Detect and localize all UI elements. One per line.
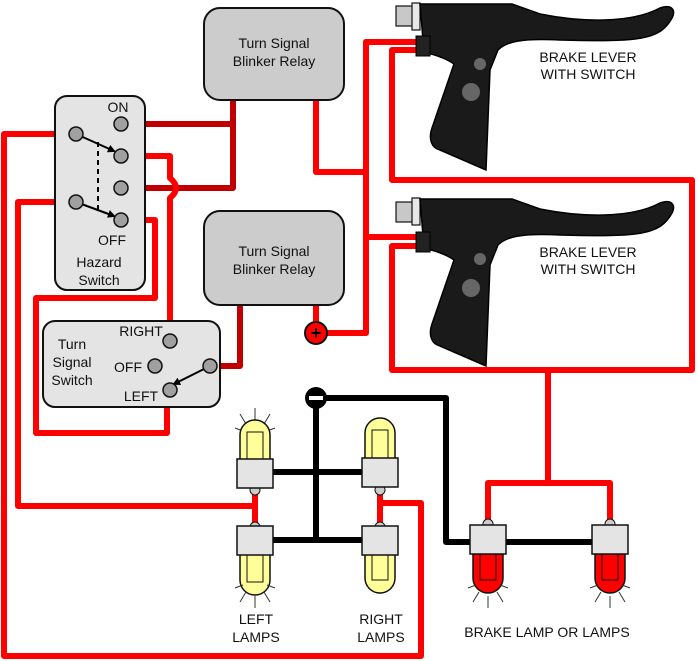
turn-terminal-right xyxy=(162,333,178,349)
turn-terminal-common xyxy=(202,358,218,374)
hazard-switch[interactable]: ON OFF Hazard Switch xyxy=(54,95,146,291)
wire-lever1-output xyxy=(389,47,695,373)
hazard-terminal-3 xyxy=(113,180,129,196)
brake-lamps-label: BRAKE LAMP OR LAMPS xyxy=(464,624,629,640)
turn-off-label: OFF xyxy=(114,359,142,375)
lamp-socket xyxy=(591,524,629,555)
lamp-socket xyxy=(361,457,399,488)
wire-hazard-left-bottom xyxy=(15,199,258,509)
relay-2-label-line2: Blinker Relay xyxy=(233,261,315,277)
brake-lever-1-label-line1: BRAKE LEVER xyxy=(539,49,636,65)
right-lamp-lower xyxy=(361,521,399,594)
hazard-terminal-on xyxy=(113,116,129,132)
wire-hazard-mid-relay xyxy=(118,121,236,191)
turn-switch-label-line1: Turn xyxy=(58,336,86,352)
brake-switch xyxy=(415,35,431,57)
negative-symbol xyxy=(309,396,323,400)
pivot-bolt xyxy=(474,253,486,265)
adjuster-knob xyxy=(395,5,415,27)
relay-2-label-line1: Turn Signal xyxy=(238,243,309,259)
positive-symbol: + xyxy=(311,323,322,343)
wire-relay1-output xyxy=(313,89,369,175)
lamp-socket xyxy=(361,525,399,556)
lever-body xyxy=(419,198,675,368)
hazard-terminal-common-upper xyxy=(68,126,84,142)
left-lamps-label-line1: LEFT xyxy=(239,611,274,627)
turn-left-label: LEFT xyxy=(124,388,159,404)
light-rays xyxy=(234,584,276,608)
brake-lamp-2 xyxy=(589,518,631,608)
hazard-terminal-common-lower xyxy=(68,194,84,210)
brake-switch xyxy=(415,231,431,253)
hazard-on-label: ON xyxy=(108,99,129,115)
hazard-label-line1: Hazard xyxy=(76,254,121,270)
lamp-socket xyxy=(236,525,274,556)
light-rays xyxy=(589,584,631,608)
turn-terminal-off xyxy=(147,358,163,374)
light-rays xyxy=(467,584,509,608)
left-lamp-upper xyxy=(234,408,276,496)
brake-lever-2[interactable]: BRAKE LEVER WITH SWITCH xyxy=(395,197,675,368)
wire-positive-bus xyxy=(313,39,369,336)
turn-right-label: RIGHT xyxy=(119,323,163,339)
hazard-terminal-2 xyxy=(113,148,129,164)
lever-body xyxy=(419,3,675,172)
mount-bolt xyxy=(462,279,480,297)
left-lamp-lower xyxy=(234,521,276,608)
right-lamp-upper xyxy=(361,417,399,496)
left-lamps-label-line2: LAMPS xyxy=(232,629,279,645)
right-lamps-label-line2: LAMPS xyxy=(357,629,404,645)
brake-lamp-1 xyxy=(467,518,509,608)
hazard-label-line2: Switch xyxy=(78,272,119,288)
adjuster-ring xyxy=(411,197,421,226)
lamp-socket xyxy=(236,458,274,489)
turn-switch-label-line3: Switch xyxy=(51,372,92,388)
brake-lever-1-label-line2: WITH SWITCH xyxy=(541,66,636,82)
relay-2: Turn Signal Blinker Relay xyxy=(203,210,345,306)
turn-signal-switch[interactable]: Turn Signal Switch RIGHT OFF LEFT xyxy=(42,320,221,408)
brake-lever-2-label-line2: WITH SWITCH xyxy=(541,261,636,277)
relay-1-label-line1: Turn Signal xyxy=(238,35,309,51)
wire-ground-top xyxy=(313,395,613,545)
brake-lever-2-label-line1: BRAKE LEVER xyxy=(539,244,636,260)
battery-positive: + xyxy=(304,321,328,345)
hazard-terminal-off xyxy=(113,212,129,228)
pivot-bolt xyxy=(474,58,486,70)
turn-terminal-left xyxy=(162,382,178,398)
right-lamps-label-line1: RIGHT xyxy=(359,611,403,627)
adjuster-knob xyxy=(395,201,415,223)
lamp-socket xyxy=(469,524,507,555)
turn-switch-label-line2: Signal xyxy=(53,354,92,370)
hazard-off-label: OFF xyxy=(98,232,126,248)
wire-hazard-left-top xyxy=(1,131,424,659)
wire-lever2-output xyxy=(389,243,551,486)
relay-1-label-line2: Blinker Relay xyxy=(233,53,315,69)
relay-1: Turn Signal Blinker Relay xyxy=(203,7,345,101)
wire-brake-lamp-feed xyxy=(485,480,613,525)
wire-hazard-off xyxy=(33,217,170,436)
brake-lever-1[interactable]: BRAKE LEVER WITH SWITCH xyxy=(395,2,675,172)
adjuster-ring xyxy=(411,2,421,31)
mount-bolt xyxy=(462,83,480,101)
wire-hazard-to-turn-right xyxy=(118,153,179,333)
battery-negative xyxy=(305,387,327,409)
